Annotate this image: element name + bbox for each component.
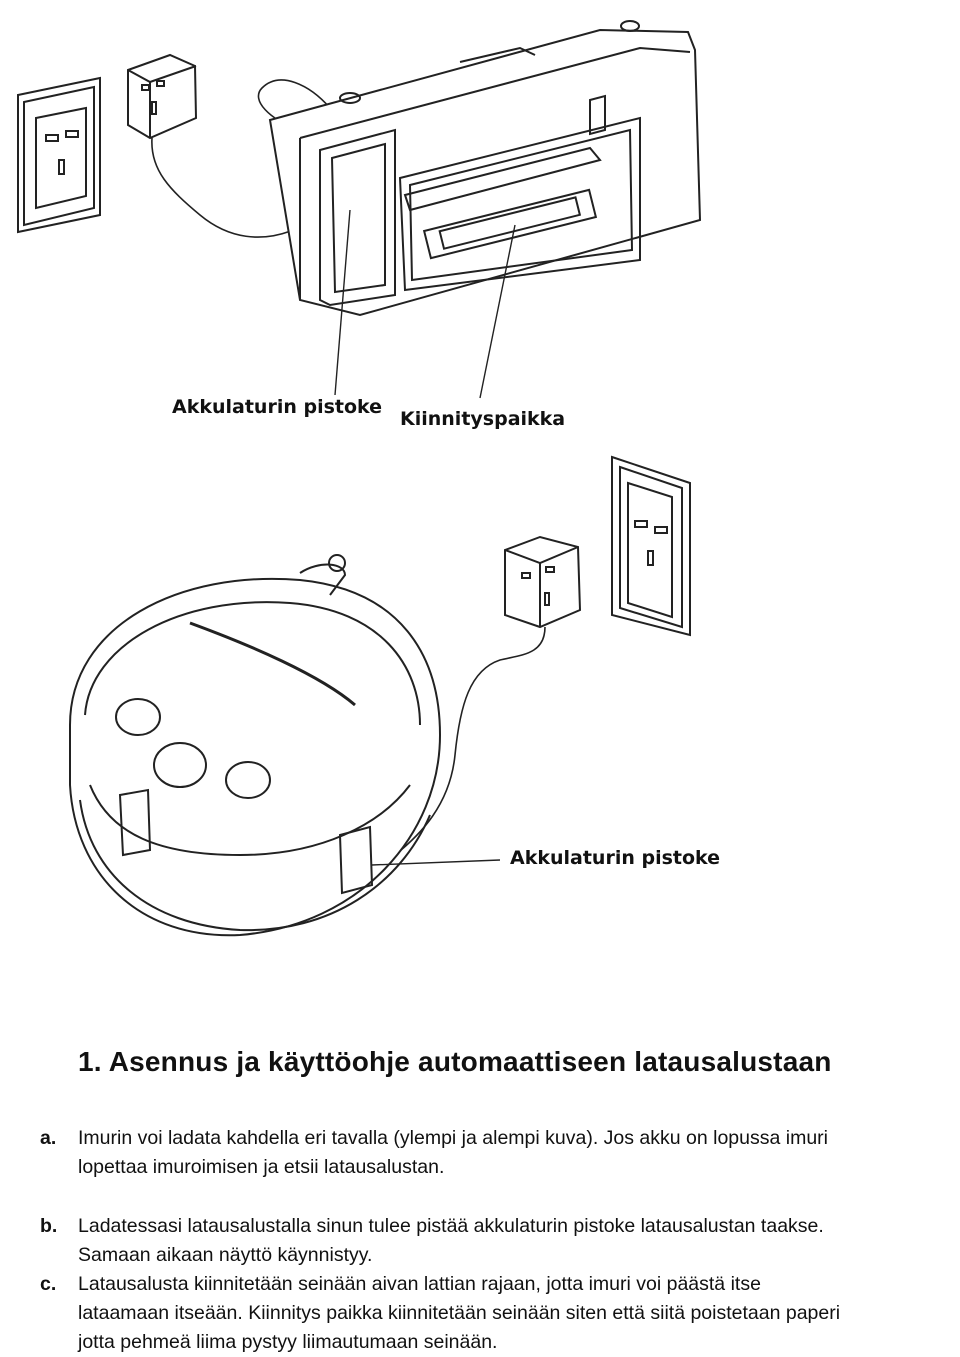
list-item-marker: a. [40,1127,57,1149]
charging-base-illustration: Akkulaturin pistoke Kiinnityspaikka [0,0,960,460]
list-item-marker: b. [40,1215,58,1237]
list-item: a. Imurin voi ladata kahdella eri tavall… [40,1124,950,1182]
list-item-line: Ladatessasi latausalustalla sinun tulee … [78,1215,824,1237]
robot-vacuum-icon [69,554,442,937]
wall-socket-icon [611,455,691,637]
list-item-line: Imurin voi ladata kahdella eri tavalla (… [78,1127,829,1149]
list-item-line: jotta pehmeä liima pystyy liimautumaan s… [78,1331,498,1353]
callout-charger-plug: Akkulaturin pistoke [510,847,721,869]
charger-plug-icon [504,535,582,629]
callout-charger-plug: Akkulaturin pistoke [172,396,383,418]
charging-base-icon [268,20,702,317]
charger-plug-icon [127,53,198,140]
list-item-line: lataamaan itseään. Kiinnitys paikka kiin… [78,1302,841,1324]
list-item-line: Samaan aikaan näyttö käynnistyy. [78,1244,373,1266]
robot-charging-drawing [69,455,691,937]
list-item-line: Latausalusta kiinnitetään seinään aivan … [78,1273,761,1295]
charging-base-drawing [17,20,702,399]
section-title: 1. Asennus ja käyttöohje automaattiseen … [78,1046,832,1077]
list-item-marker: c. [40,1273,57,1295]
list-item: c. Latausalusta kiinnitetään seinään aiv… [40,1270,950,1357]
list-item: b. Ladatessasi latausalustalla sinun tul… [40,1212,950,1270]
callout-mount-location: Kiinnityspaikka [400,408,566,430]
wall-socket-icon [17,76,101,234]
robot-charging-illustration: Akkulaturin pistoke [0,455,960,975]
list-item-line: lopettaa imuroimisen ja etsii latausalus… [78,1156,445,1178]
